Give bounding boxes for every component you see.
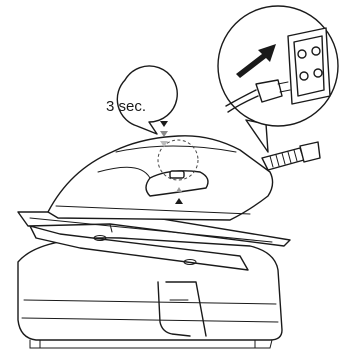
plug-detail-callout [218,6,338,152]
steam-iron [48,136,320,220]
duration-label: 3 sec. [106,98,146,115]
duration-callout: 3 sec. [106,66,177,134]
wall-socket-icon [288,28,330,104]
